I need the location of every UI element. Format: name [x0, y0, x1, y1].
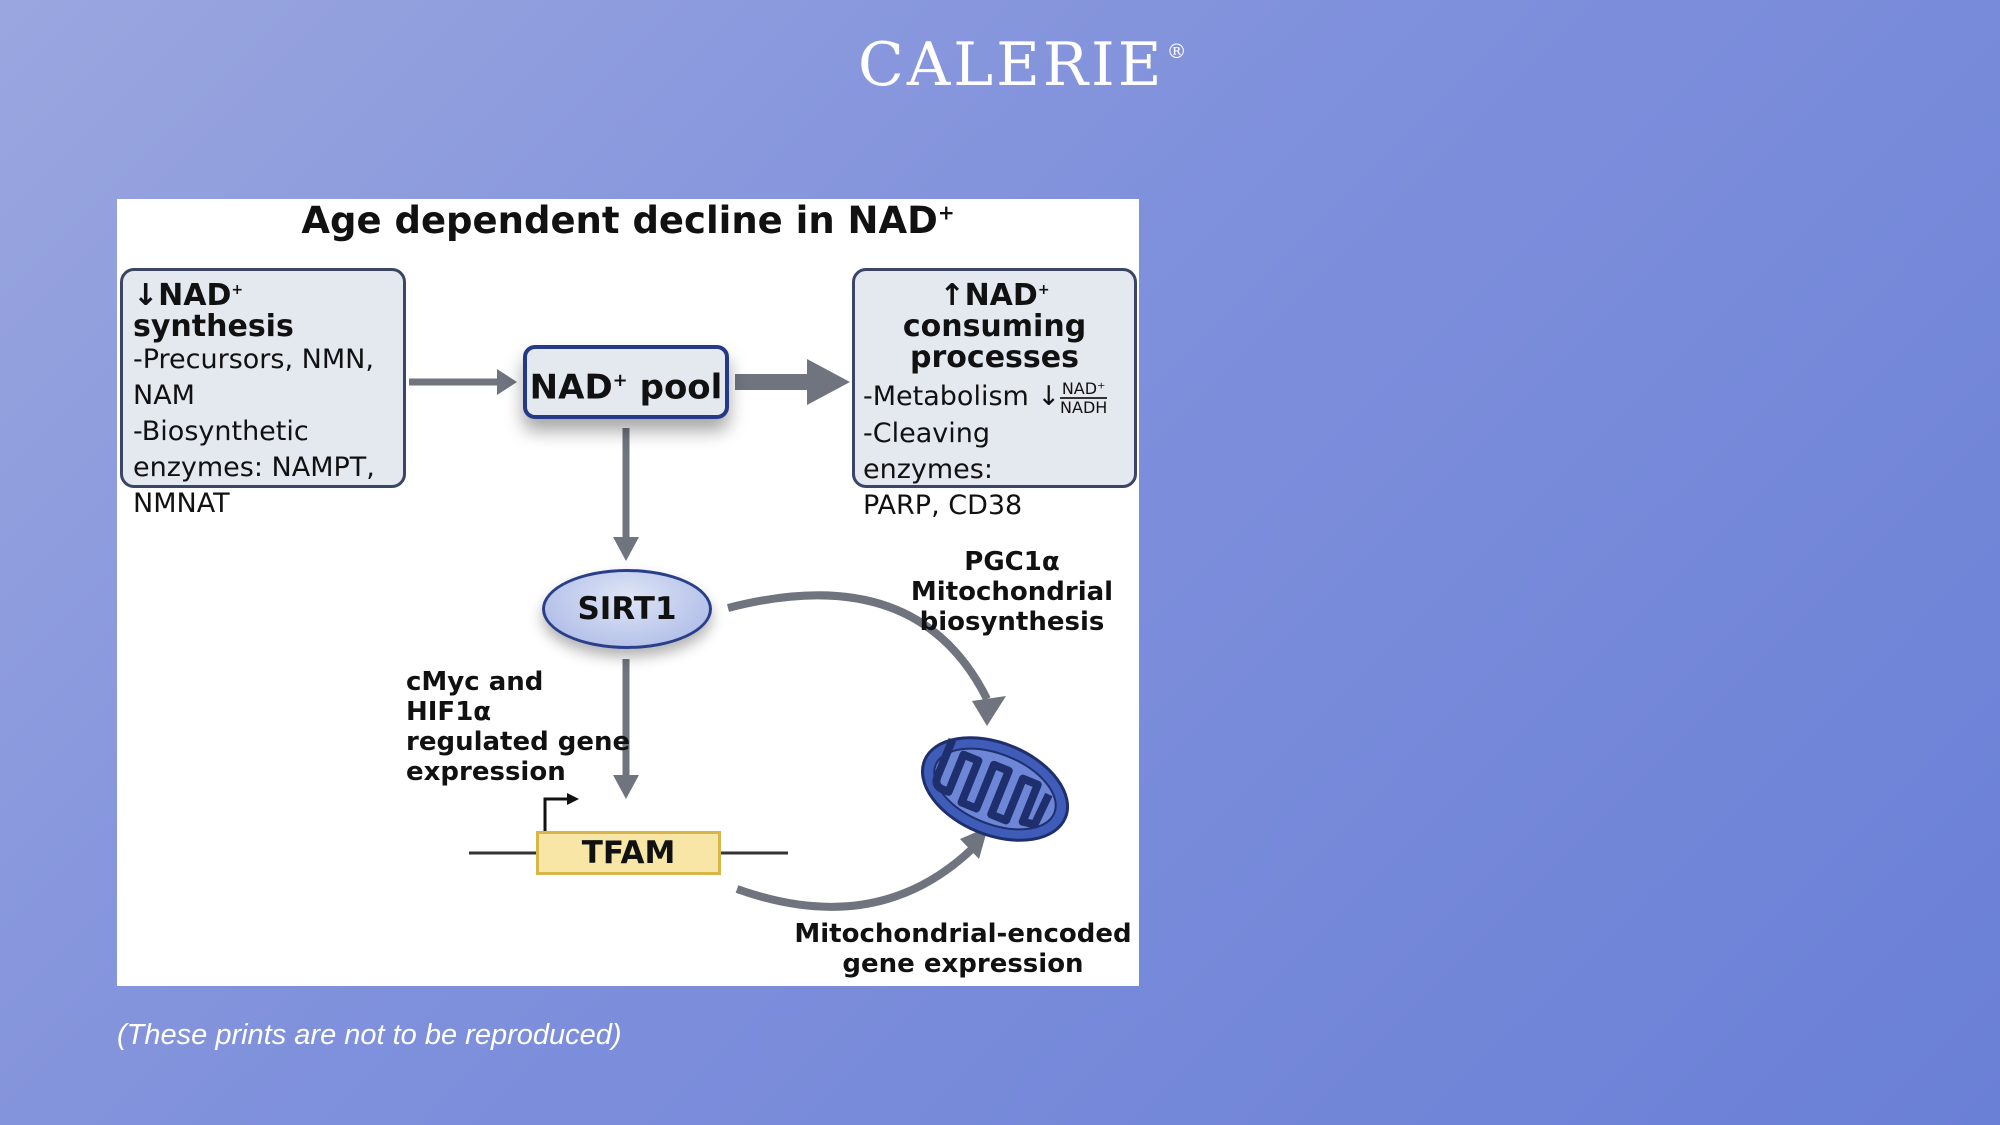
nad-pool-node: NAD+ pool	[523, 345, 729, 419]
pool-label: NAD	[529, 367, 613, 408]
consuming-title-nad: NAD	[964, 278, 1038, 313]
figure-title: Age dependent decline in NAD+	[117, 199, 1139, 242]
synthesis-title-nad: NAD	[158, 278, 232, 313]
ratio-denominator: NADH	[1060, 397, 1108, 417]
promoter-arrow-head	[567, 793, 579, 805]
arrow-pool-sirt1-head	[613, 537, 639, 561]
figure-title-text: Age dependent decline in NAD	[301, 199, 938, 242]
synthesis-line: -Biosynthetic	[133, 416, 309, 447]
mito-encoded-line: gene expression	[842, 949, 1084, 979]
synthesis-line: NAM	[133, 380, 195, 411]
synthesis-title-rest: synthesis	[133, 309, 294, 344]
mitochondrion-icon	[920, 736, 1070, 842]
consuming-title-line2: processes	[910, 340, 1079, 375]
diagram-arrows	[409, 359, 1070, 911]
synthesis-title-sup: +	[231, 282, 244, 298]
pool-rest: pool	[627, 367, 723, 408]
cmyc-line: expression	[406, 757, 566, 787]
synthesis-line: -Precursors, NMN,	[133, 344, 374, 375]
arrow-tfam-to-mito	[735, 846, 975, 911]
mito-encoded-line: Mitochondrial-encoded	[794, 919, 1132, 949]
arrow-sirt1-mito-head	[972, 696, 1006, 726]
nad-nadh-ratio: NAD⁺NADH	[1060, 378, 1108, 417]
consuming-title-rest: consuming	[902, 309, 1087, 344]
arrow-tfam-mito-head	[960, 827, 988, 859]
sirt1-node: SIRT1	[542, 569, 712, 649]
cmyc-line: cMyc and HIF1α	[406, 667, 544, 727]
pgc1a-label: PGC1α Mitochondrial biosynthesis	[897, 547, 1127, 637]
brand-logo: CALERIE®	[858, 30, 1190, 100]
metabolism-line: -Metabolism ↓NAD⁺NADH	[863, 379, 1126, 416]
down-arrow-icon: ↓	[1037, 381, 1061, 412]
cmyc-line: regulated gene	[406, 727, 631, 757]
metabolism-text: -Metabolism	[863, 381, 1029, 412]
brand-name: CALERIE	[858, 30, 1165, 100]
arrow-synthesis-head	[497, 369, 517, 395]
ratio-numerator: NAD⁺	[1060, 378, 1108, 399]
up-arrow-icon: ↑	[939, 278, 965, 313]
nad-decline-figure: Age dependent decline in NAD+ ↓NAD+ synt…	[117, 199, 1139, 986]
pgc1a-line: Mitochondrial	[910, 577, 1114, 607]
figure-title-sup: +	[937, 200, 955, 225]
tfam-gene-node: TFAM	[536, 831, 721, 875]
consuming-title-sup: +	[1037, 282, 1050, 298]
nad-synthesis-title: ↓NAD+ synthesis	[133, 275, 393, 342]
pgc1a-line: PGC1α	[964, 547, 1060, 577]
nad-synthesis-box: ↓NAD+ synthesis -Precursors, NMN, NAM -B…	[120, 268, 406, 519]
pool-sup: +	[612, 370, 628, 391]
cmyc-label: cMyc and HIF1α regulated gene expression	[406, 667, 636, 787]
promoter-arrow	[543, 797, 569, 831]
mito-encoded-label: Mitochondrial-encoded gene expression	[793, 919, 1133, 979]
arrow-sirt1-tfam-head	[613, 775, 639, 799]
synthesis-line: NMNAT	[133, 488, 230, 519]
arrow-sirt1-to-mito	[726, 591, 991, 701]
pgc1a-line: biosynthesis	[919, 607, 1105, 637]
consuming-line: -Cleaving enzymes:	[863, 417, 993, 485]
synthesis-line: enzymes: NAMPT,	[133, 452, 375, 483]
reproduction-caption: (These prints are not to be reproduced)	[117, 1019, 622, 1051]
consuming-line: PARP, CD38	[863, 489, 1023, 521]
registered-mark: ®	[1166, 39, 1190, 63]
arrow-pool-head	[807, 359, 850, 405]
down-arrow-icon: ↓	[133, 278, 159, 313]
